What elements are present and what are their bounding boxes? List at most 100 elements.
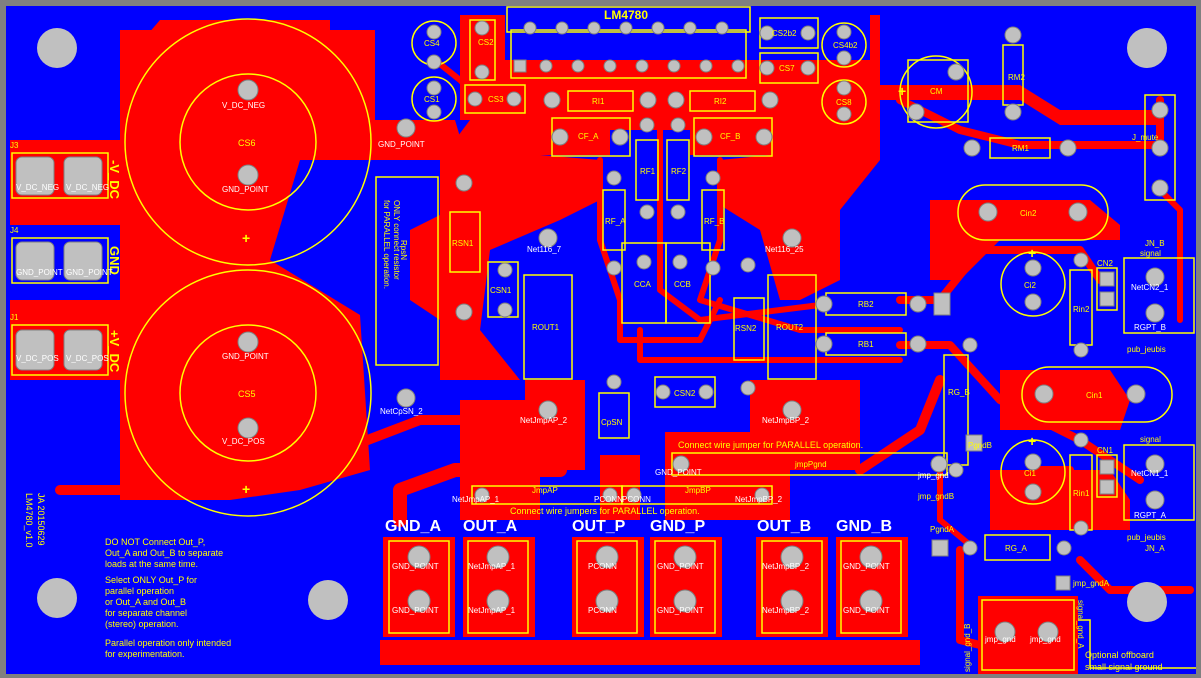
j3-pin2: V_DC_NEG [66, 183, 109, 192]
gnd-p-header: GND_P [650, 518, 705, 535]
cs2-outline [469, 19, 496, 81]
rf2-label: RF2 [671, 167, 687, 176]
out-p-header: OUT_P [572, 518, 626, 535]
rgb-label: RG_B [948, 388, 970, 397]
trace-layer [55, 57, 1194, 654]
note-line-5: parallel operation [105, 586, 174, 596]
net-cn1: NetCN1_1 [1131, 469, 1169, 478]
pad [759, 60, 775, 76]
j3-header: J3 [10, 141, 19, 150]
trace-out-b [855, 375, 945, 475]
pad [474, 487, 490, 503]
pad [1099, 479, 1115, 495]
cs7-label: CS7 [779, 64, 795, 73]
mount-hole-tr [1127, 28, 1167, 68]
version-text: LM4780_v1.0 [24, 493, 34, 548]
signal-gnd-a-label: signal_gnd_A [1076, 600, 1085, 649]
signal-a-label: signal [1140, 435, 1161, 444]
pad [761, 91, 779, 109]
net-116-7: Net116_7 [527, 245, 562, 254]
cn2-label: CN2 [1097, 259, 1114, 268]
pad [780, 545, 804, 569]
pad [1073, 520, 1089, 536]
out-p-pad-2: PCONN [588, 606, 617, 615]
gnd-b-pad-2: GND_POINT [843, 606, 890, 615]
offboard-note-2: small signal ground [1085, 662, 1163, 672]
jmpbp-label: JmpBP [685, 486, 711, 495]
pad [815, 335, 833, 353]
j1-header: J1 [10, 313, 19, 322]
csn2-outline [654, 376, 716, 408]
gnd-terminal-label: GND [107, 246, 122, 275]
silk-text: LM4780 CS6 CS5 CS4 CS1 CS2 CS3 CS2b2 CS7… [10, 8, 1166, 672]
net-v-dc-pos: V_DC_POS [222, 437, 265, 446]
ccb-label: CCB [674, 280, 691, 289]
pad [639, 204, 655, 220]
net-v-dc-neg: V_DC_NEG [222, 101, 265, 110]
net-cpsn: NetCpSN_2 [380, 407, 423, 416]
pad [909, 335, 927, 353]
pad [859, 589, 883, 613]
net-116-25: Net116_25 [765, 245, 804, 254]
rsn1-label: RSN1 [452, 239, 474, 248]
pad [1099, 459, 1115, 475]
jmpgnda-label: jmp_gndA [1072, 579, 1110, 588]
pad [602, 487, 618, 503]
chip-pin [603, 59, 617, 73]
ci2-plus-mark: + [1028, 245, 1036, 261]
j3-pin1: V_DC_NEG [16, 183, 59, 192]
cs6-plus-mark: + [242, 230, 250, 246]
rout2-label: ROUT2 [776, 323, 804, 332]
pad [497, 302, 513, 318]
rm1-outline [989, 137, 1051, 159]
chip-pin [619, 21, 633, 35]
trace-bottom-right [1076, 556, 1194, 594]
pad [1055, 575, 1071, 591]
cfa-label: CF_A [578, 132, 599, 141]
pad [962, 540, 978, 556]
pad [963, 139, 981, 157]
net-jmpgnd-a: jmp_gnd [984, 635, 1016, 644]
pad [538, 400, 558, 420]
pad [1073, 432, 1089, 448]
pad [15, 241, 55, 281]
trace-rf-a [657, 117, 823, 323]
out-a-pad-2: NetJmpAP_1 [468, 606, 516, 615]
pgndb-label: PgndB [968, 441, 992, 450]
pad [859, 545, 883, 569]
ri2-outline [689, 90, 756, 112]
pad [426, 80, 442, 96]
rpsn-box [375, 176, 439, 366]
pad [407, 589, 431, 613]
pad [673, 545, 697, 569]
pad [655, 384, 671, 400]
pad [740, 257, 756, 273]
cin1-outline [1021, 366, 1173, 423]
pad [1145, 303, 1165, 323]
pad [474, 64, 490, 80]
pad [1034, 384, 1054, 404]
pad [63, 156, 103, 196]
pad [672, 455, 690, 473]
pad [782, 400, 802, 420]
gnd-b-header: GND_B [836, 518, 892, 535]
rsn1-outline [449, 211, 481, 273]
rf1-label: RF1 [640, 167, 656, 176]
pad [543, 91, 561, 109]
ri1-label: RI1 [592, 97, 605, 106]
pad [994, 621, 1016, 643]
rpsn-note-1: RpsN [399, 240, 408, 260]
j4-pin2: GND_POINT [66, 268, 113, 277]
date-text: JA 20150629 [36, 493, 46, 546]
net-gnd-point-2: GND_POINT [378, 140, 425, 149]
mount-hole-br [1127, 582, 1167, 622]
ci2-outline [1000, 251, 1066, 317]
pad [978, 202, 998, 222]
trace-offboard [956, 546, 1004, 654]
ci2-label: Ci2 [1024, 281, 1037, 290]
pubjeubis-b-label: pub_jeubis [1127, 345, 1166, 354]
j1-pin2: V_DC_POS [66, 354, 109, 363]
gnd-b-pad-1: GND_POINT [843, 562, 890, 571]
pad [1068, 202, 1088, 222]
out-a-header: OUT_A [463, 518, 518, 535]
